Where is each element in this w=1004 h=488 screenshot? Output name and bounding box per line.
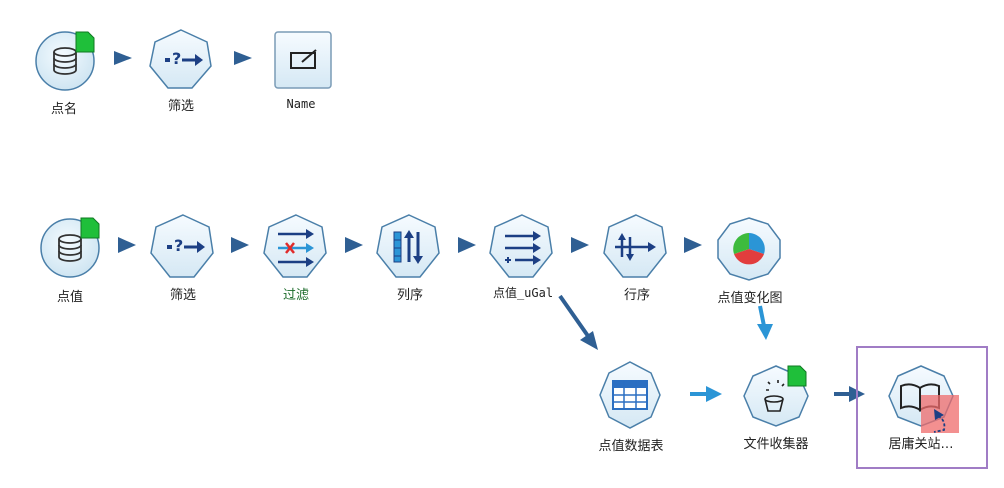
row-order-icon bbox=[615, 233, 656, 261]
source-node-dianming[interactable] bbox=[35, 31, 95, 91]
filter-node-2[interactable]: ? bbox=[150, 214, 214, 278]
connector-arrow bbox=[684, 237, 702, 253]
collector-node[interactable] bbox=[743, 365, 809, 427]
select-node[interactable] bbox=[263, 214, 327, 278]
node-label-filter-2: 筛选 bbox=[169, 288, 197, 303]
svg-text:?: ? bbox=[174, 236, 183, 255]
table-node[interactable] bbox=[599, 361, 661, 429]
filter-question-icon: ? bbox=[167, 236, 205, 255]
node-label-filter-1: 筛选 bbox=[167, 99, 195, 114]
connector-arrow bbox=[458, 237, 476, 253]
node-label-dianzhi: 点值 bbox=[56, 290, 84, 305]
database-icon bbox=[58, 234, 82, 262]
svg-text:?: ? bbox=[172, 49, 181, 68]
status-badge bbox=[80, 217, 100, 239]
edit-box-icon bbox=[290, 49, 317, 69]
status-badge bbox=[75, 31, 95, 53]
connector-arrow bbox=[231, 237, 249, 253]
connector-arrow bbox=[345, 237, 363, 253]
connector-arrow bbox=[706, 386, 722, 402]
node-label-merge: 点值_uGal bbox=[492, 286, 554, 300]
node-label-dianming: 点名 bbox=[50, 102, 78, 117]
connector-arrow bbox=[571, 237, 589, 253]
sort-columns-icon bbox=[393, 230, 423, 264]
node-label-select: 过滤 bbox=[282, 288, 310, 303]
connector-line bbox=[558, 294, 590, 338]
report-node[interactable] bbox=[888, 365, 959, 433]
status-badge bbox=[787, 365, 807, 387]
selection-box bbox=[856, 346, 988, 469]
sort-node[interactable] bbox=[376, 214, 440, 278]
output-node-name[interactable] bbox=[274, 31, 332, 89]
connector-arrow bbox=[234, 51, 252, 65]
node-label-table: 点值数据表 bbox=[598, 439, 664, 454]
connector-arrow bbox=[757, 324, 773, 340]
connector-arrow bbox=[118, 237, 136, 253]
node-label-row-order: 行序 bbox=[623, 288, 651, 303]
merge-node[interactable] bbox=[489, 214, 553, 278]
document-arrow-icon bbox=[934, 409, 944, 420]
connector-line bbox=[758, 305, 766, 327]
filter-node-1[interactable]: ? bbox=[149, 29, 212, 89]
node-label-collector: 文件收集器 bbox=[743, 437, 809, 452]
node-label-sort: 列序 bbox=[396, 288, 424, 303]
row-order-node[interactable] bbox=[603, 214, 667, 278]
node-label-name: Name bbox=[286, 97, 316, 111]
pie-chart-icon bbox=[733, 233, 765, 265]
magic-hat-icon bbox=[764, 380, 785, 412]
table-grid-icon bbox=[612, 380, 648, 410]
node-label-report: 居庸关站… bbox=[888, 437, 954, 452]
connector-arrow bbox=[114, 51, 132, 65]
connector-arrow bbox=[580, 331, 598, 350]
merge-arrows-icon bbox=[505, 231, 541, 265]
select-arrows-x-icon bbox=[278, 229, 314, 267]
source-node-dianzhi[interactable] bbox=[40, 217, 100, 278]
chart-node[interactable] bbox=[717, 217, 781, 281]
node-label-chart: 点值变化图 bbox=[717, 291, 783, 306]
filter-question-icon: ? bbox=[165, 49, 203, 68]
